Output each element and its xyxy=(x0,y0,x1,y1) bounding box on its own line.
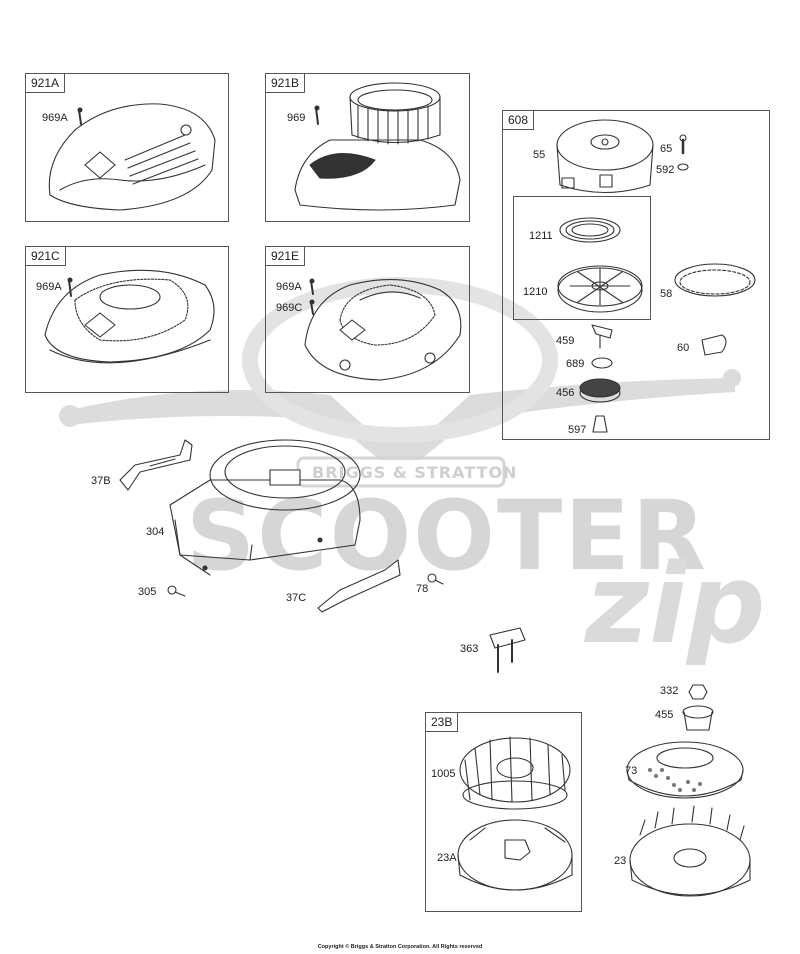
shroud-cover-921C xyxy=(44,269,215,364)
shroud-cover-921E xyxy=(304,278,462,381)
part-label-969A: 969A xyxy=(36,281,62,293)
bracket-37B xyxy=(119,439,193,491)
part-label-60: 60 xyxy=(677,342,690,354)
group-23B: 23B xyxy=(425,712,582,912)
group-label: 921A xyxy=(26,74,66,93)
part-label-689: 689 xyxy=(566,358,585,370)
part-label-23: 23 xyxy=(614,855,627,867)
part-label-597: 597 xyxy=(568,424,587,436)
group-label: 921B xyxy=(266,74,306,93)
part-label-455: 455 xyxy=(655,709,674,721)
part-label-23A: 23A xyxy=(437,852,457,864)
part-label-1005: 1005 xyxy=(431,768,456,780)
group-label: 23B xyxy=(426,713,459,732)
part-label-332: 332 xyxy=(660,685,679,697)
group-608: 608 xyxy=(502,110,770,440)
part-label-363: 363 xyxy=(460,643,479,655)
part-label-592: 592 xyxy=(656,164,675,176)
part-label-55: 55 xyxy=(533,149,546,161)
part-label-456: 456 xyxy=(556,387,575,399)
part-label-969A: 969A xyxy=(276,281,302,293)
part-label-969C: 969C xyxy=(276,302,303,314)
part-label-305: 305 xyxy=(138,586,157,598)
part-label-65: 65 xyxy=(660,143,673,155)
nut-and-clutch xyxy=(682,684,714,731)
group-921E: 921E xyxy=(265,246,470,393)
part-label-37C: 37C xyxy=(286,592,307,604)
group-921C: 921C xyxy=(25,246,229,393)
rotating-screen-73 xyxy=(626,741,744,799)
part-label-73: 73 xyxy=(625,765,638,777)
screws-305-78 xyxy=(167,573,444,597)
rewind-starter-assembly xyxy=(556,119,756,433)
part-label-58: 58 xyxy=(660,288,673,300)
fan-1005 xyxy=(459,736,571,810)
part-label-1210: 1210 xyxy=(523,286,548,298)
watermark-name: SCOOTER xyxy=(186,480,708,592)
group-1210-1211-subbox xyxy=(513,196,651,320)
flywheel-23A xyxy=(457,819,573,891)
part-label-37B: 37B xyxy=(91,475,111,487)
group-label: 921C xyxy=(26,247,66,266)
flywheel-23 xyxy=(629,805,751,897)
part-label-304: 304 xyxy=(146,526,165,538)
group-921B: 921B xyxy=(265,73,470,222)
part-label-1211: 1211 xyxy=(529,230,553,242)
group-921A: 921A xyxy=(25,73,229,222)
part-label-969: 969 xyxy=(287,112,306,124)
shroud-cover-921A xyxy=(48,103,216,211)
blower-housing-304 xyxy=(169,439,361,576)
watermark-brand: BRIGGS & STRATTON xyxy=(312,463,518,482)
shroud-cover-921B xyxy=(294,82,461,211)
terminal-363 xyxy=(489,627,526,673)
copyright-footer: Copyright © Briggs & Stratton Corporatio… xyxy=(317,944,483,950)
bracket-37C xyxy=(317,559,401,613)
group-label: 921E xyxy=(266,247,306,266)
part-label-969A: 969A xyxy=(42,112,68,124)
watermark-suffix: zip xyxy=(585,540,766,668)
group-label: 608 xyxy=(503,111,535,130)
part-label-78: 78 xyxy=(416,583,429,595)
part-label-459: 459 xyxy=(556,335,575,347)
